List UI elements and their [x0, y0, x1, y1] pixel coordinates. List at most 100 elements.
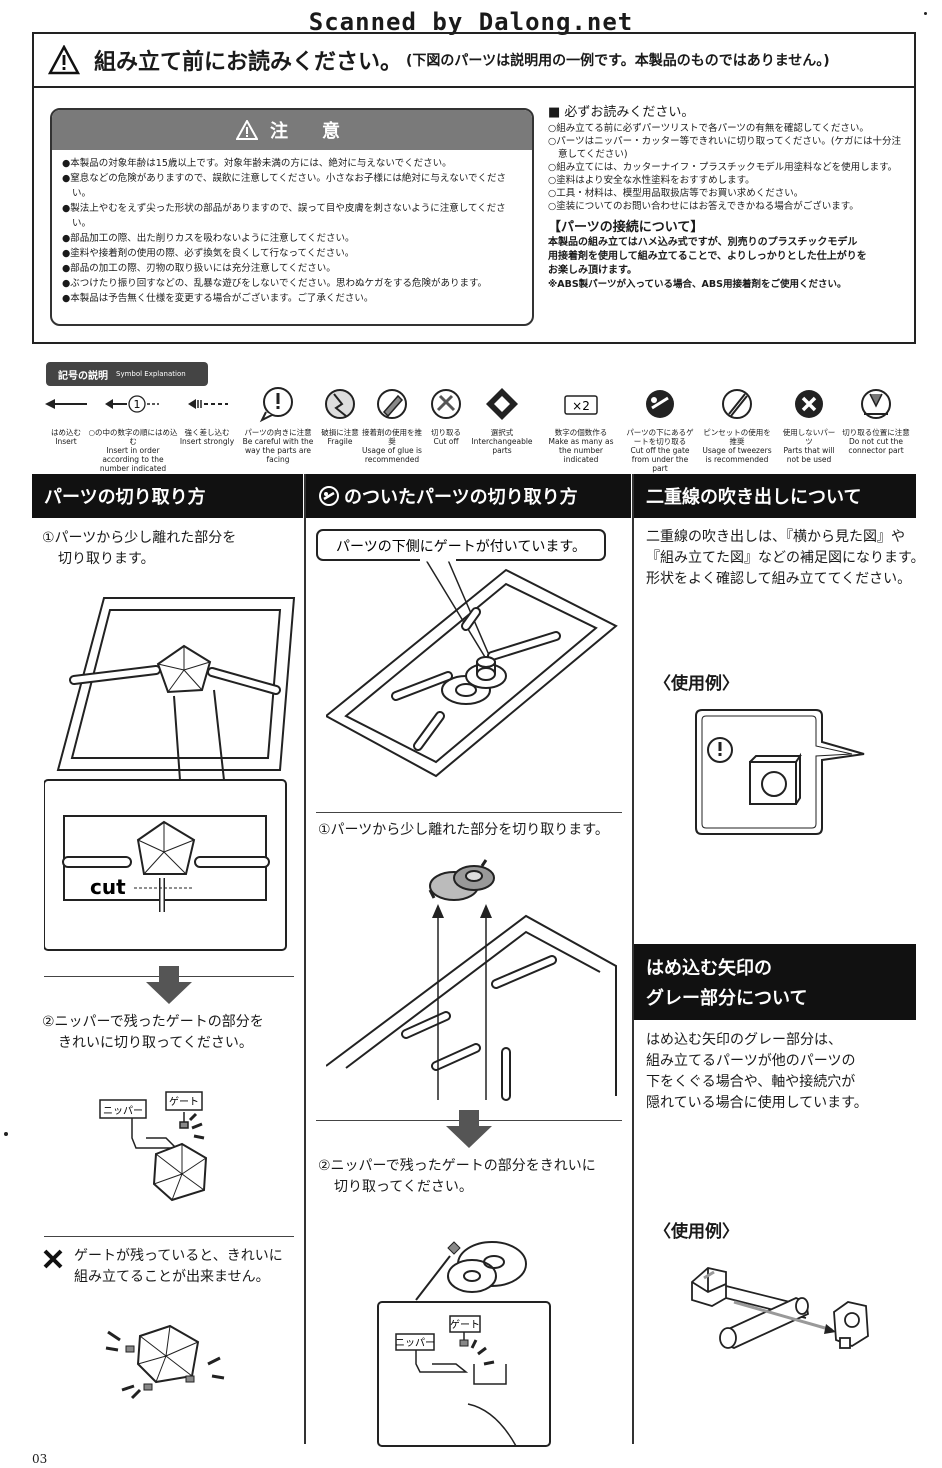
- read-first-item: ○組み立てる前に必ずパーツリストで各パーツの有無を確認してください。: [548, 123, 869, 134]
- col2-step2-line1: ②ニッパーで残ったゲートの部分をきれいに: [318, 1158, 596, 1174]
- symbol-label-en: Cut off the gate from under the part: [630, 446, 690, 473]
- symbol-cut-position: 切り取る位置に注意 Do not cut the connector part: [838, 384, 914, 455]
- symbol-label-ja: パーツの下にあるゲートを切り取る: [626, 428, 694, 446]
- parts-connection-line: お楽しみ頂けます。: [548, 265, 637, 276]
- read-first-item: ○塗装についてのお問い合わせにはお答えできかねる場合がございます。: [548, 201, 859, 212]
- symbol-label-ja: ピンセットの使用を推奨: [703, 428, 771, 446]
- caution-item: ●窒息などの危険がありますので、誤飲に注意してください。小さなお子様には絶対に与…: [62, 173, 507, 199]
- gray-arrow-example-diagram: [691, 1267, 869, 1349]
- symbol-label-ja: 選択式: [490, 428, 514, 437]
- symbol-label-en: Usage of glue is recommended: [362, 446, 422, 464]
- col1-step1-line2: 切り取ります。: [58, 551, 155, 567]
- symbol-label-en: Insert in order according to the number …: [99, 446, 167, 473]
- not-used-x-icon: [795, 390, 823, 418]
- under-gate-runner-diagram: [326, 568, 618, 778]
- symbol-explanation-section: 記号の説明 Symbol Explanation はめ込む Insert 1 ○…: [32, 344, 916, 474]
- caution-item: ●製法上やむをえず尖った形状の部品がありますので、誤って目や皮膚を刺さないように…: [62, 203, 506, 229]
- gate-label: ゲート: [169, 1096, 199, 1108]
- page-number: 03: [32, 1452, 48, 1466]
- scan-speck: [4, 1132, 8, 1136]
- caution-item: ●本製品は予告無く仕様を変更する場合がございます。ご了承ください。: [62, 293, 374, 304]
- fragile-icon: [325, 389, 355, 419]
- parts-connection-line: 本製品の組み立てはハメ込み式ですが、別売りのプラスチックモデル: [548, 237, 858, 248]
- warning-triangle-icon: [236, 120, 258, 140]
- interchangeable-icon: [486, 388, 518, 420]
- col3-text2-line4: 隠れている場合に使用しています。: [646, 1095, 868, 1111]
- parts-connection-title: 【パーツの接続について】: [548, 220, 704, 235]
- read-first-item: ○組み立てには、カッターナイフ・プラスチックモデル用塗料などを使用します。: [548, 162, 898, 173]
- insert-arrow-icon: [45, 399, 87, 409]
- symbol-label-en: Make as many as the number indicated: [548, 437, 614, 464]
- caution-item: ●塗料や接着剤の使用の際、必ず換気を良くして行なってください。: [62, 248, 355, 259]
- cutting-parts-header: パーツの切り取り方: [32, 474, 303, 518]
- symbol-not-used: 使用しないパーツ Parts that will not be used: [780, 384, 838, 464]
- symbol-label-ja: 使用しないパーツ: [782, 428, 836, 446]
- col1-warning-line2: 組み立てることが出来ません。: [74, 1269, 270, 1285]
- symbol-label-ja: 切り取る位置に注意: [842, 428, 910, 437]
- col1-step2-line2: きれいに切り取ってください。: [58, 1035, 253, 1051]
- column-divider: [304, 474, 306, 1444]
- col3-text2-line3: 下をくぐる場合や、軸や接続穴が: [646, 1074, 856, 1090]
- caution-item: ●ぶつけたり振り回すなどの、乱暴な遊びをしないでください。思わぬケガをする危険が…: [62, 278, 488, 289]
- read-first-item: ○工具・材料は、模型用品取扱店等でお買い求めください。: [548, 188, 804, 199]
- tweezers-icon: [722, 389, 752, 419]
- double-line-bubble-header: 二重線の吹き出しについて: [634, 474, 916, 518]
- nipper-under-gate-diagram: ニッパー ゲート: [377, 1241, 551, 1447]
- exclamation-bubble-icon: [259, 387, 293, 423]
- next-step-arrow-icon: [146, 966, 192, 1004]
- banner-subtitle: (下図のパーツは説明用の一例です。本製品のものではありません。): [406, 53, 830, 69]
- next-step-arrow-icon: [446, 1110, 492, 1148]
- scan-watermark: Scanned by Dalong.net: [308, 8, 634, 36]
- cut-under-gate-diagram: [326, 859, 617, 1101]
- symbol-explanation-tag: 記号の説明 Symbol Explanation: [46, 362, 208, 386]
- nipper-label: ニッパー: [103, 1105, 143, 1117]
- read-before-assembly-banner: 組み立て前にお読みください。 (下図のパーツは説明用の一例です。本製品のものでは…: [32, 32, 916, 88]
- symbol-glue: 接着剤の使用を推奨 Usage of glue is recommended: [362, 384, 422, 464]
- under-gate-parts-header: のついたパーツの切り取り方: [306, 474, 631, 518]
- insert-in-order-arrow-icon: 1: [105, 395, 159, 413]
- parts-connection-line: 用接着剤を使用して組み立てることで、よりしっかりとした仕上がりを: [548, 251, 867, 262]
- symbol-tag-en: Symbol Explanation: [116, 370, 186, 378]
- glue-icon: [377, 389, 407, 419]
- under-gate-icon: [646, 390, 674, 418]
- symbol-tag-ja: 記号の説明: [58, 370, 108, 382]
- ng-x-icon: [43, 1249, 63, 1269]
- gray-arrow-title-line2: グレー部分について: [646, 988, 808, 1009]
- symbol-label-ja: 強く差し込む: [184, 428, 230, 437]
- symbol-label-ja: はめ込む: [51, 428, 81, 437]
- col1-warning: ゲートが残っていると、きれいに 組み立てることが出来ません。: [74, 1246, 283, 1288]
- caution-item: ●部品の加工の際、刃物の取り扱いには充分注意してください。: [62, 263, 336, 274]
- symbol-label-ja: ○の中の数字の順にはめ込む: [88, 428, 178, 446]
- step-divider: [316, 812, 622, 813]
- col3-text2-line1: はめ込む矢印のグレー部分は、: [646, 1032, 842, 1048]
- symbol-label-en: Interchangeable parts: [471, 437, 533, 455]
- gate-callout-bubble: パーツの下側にゲートが付いています。: [316, 529, 606, 663]
- order-number: 1: [134, 398, 141, 411]
- gray-arrow-title-line1: はめ込む矢印の: [646, 958, 772, 979]
- col3-text-line1: 二重線の吹き出しは、『横から見た図』や: [646, 529, 905, 545]
- nipper-label: ニッパー: [395, 1337, 435, 1349]
- under-gate-parts-title: のついたパーツの切り取り方: [344, 487, 578, 508]
- caution-item: ●部品加工の際、出た削りカスを吸わないように注意してください。: [62, 233, 355, 244]
- runner-cut-diagram: cut: [44, 597, 296, 951]
- symbol-label-en: Usage of tweezers is recommended: [702, 446, 772, 464]
- symbol-label-en: Do not cut the connector part: [848, 437, 904, 455]
- step-divider: [44, 1236, 294, 1237]
- col1-warning-line1: ゲートが残っていると、きれいに: [74, 1248, 283, 1264]
- symbol-label-ja: 切り取る: [431, 428, 461, 437]
- insert-strongly-arrow-icon: [188, 399, 228, 409]
- symbol-label-en: Insert strongly: [179, 437, 235, 446]
- read-first-item: ○パーツはニッパー・カッター等できれいに切り取ってください。(ケガには十分注意し…: [548, 136, 902, 160]
- col2-step1: ①パーツから少し離れた部分を切り取ります。: [318, 822, 609, 838]
- cut-label: cut: [90, 875, 126, 899]
- read-first-item: ○塗料はより安全な水性塗料をおすすめします。: [548, 175, 755, 186]
- under-gate-icon: [319, 486, 339, 506]
- cutting-parts-title: パーツの切り取り方: [44, 487, 206, 508]
- symbol-tweezers: ピンセットの使用を推奨 Usage of tweezers is recomme…: [700, 384, 774, 464]
- symbol-insert-strongly: 強く差し込む Insert strongly: [178, 384, 236, 446]
- caution-section: 注 意 ●本製品の対象年齢は15歳以上です。対象年齢未満の方には、絶対に与えない…: [32, 88, 916, 344]
- times-two-label: ×2: [572, 399, 590, 413]
- scan-speck: [924, 12, 927, 15]
- col2-step2-line2: 切り取ってください。: [334, 1179, 473, 1195]
- symbol-cut-off: 切り取る Cut off: [424, 384, 468, 446]
